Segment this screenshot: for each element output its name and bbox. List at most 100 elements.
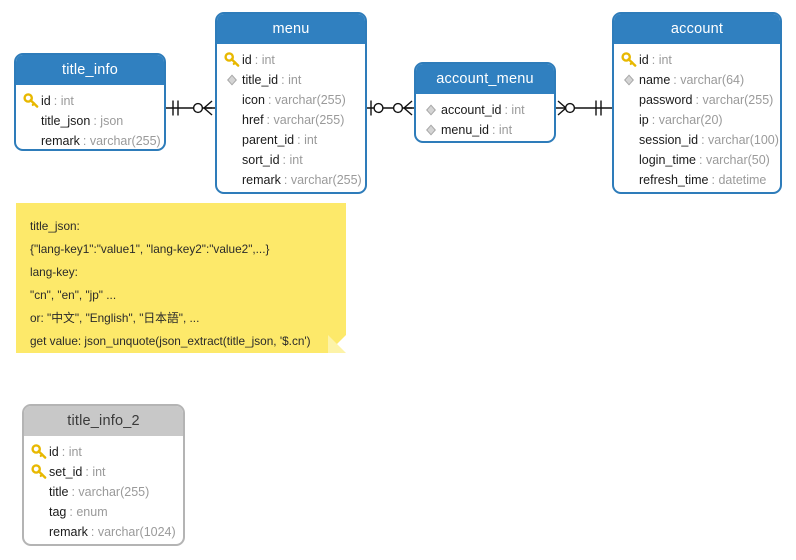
field-row: id : int (16, 91, 164, 111)
field-row: href : varchar(255) (217, 110, 365, 130)
field-row: set_id : int (24, 462, 183, 482)
no-key-icon (224, 91, 242, 109)
field-type: : int (297, 133, 318, 147)
field-type: : int (281, 73, 302, 87)
entity-table-account[interactable]: account id : int name : varchar(64) (612, 12, 782, 194)
note-line: or: "中文", "English", "日本語", ... (30, 311, 200, 325)
field-type: : int (61, 445, 82, 459)
field-row: session_id : varchar(100) (614, 130, 780, 150)
field-row: remark : varchar(255) (16, 131, 164, 149)
field-name: id (49, 445, 59, 459)
field-type: : int (651, 53, 672, 67)
field-type: : varchar(20) (651, 113, 723, 127)
entity-title-title-info-2: title_info_2 (24, 406, 183, 436)
field-row: id : int (217, 50, 365, 70)
no-key-icon (621, 91, 639, 109)
field-type: : int (282, 153, 303, 167)
field-type: : json (93, 114, 124, 128)
primary-key-icon (31, 443, 49, 461)
primary-key-icon (31, 463, 49, 481)
field-row: refresh_time : datetime (614, 170, 780, 190)
field-type: : varchar(64) (673, 73, 745, 87)
note-line: {"lang-key1":"value1", "lang-key2":"valu… (30, 242, 270, 256)
entity-table-account-menu[interactable]: account_menu account_id : int menu_id : … (414, 62, 556, 143)
field-row: title_json : json (16, 111, 164, 131)
field-type: : varchar(255) (283, 173, 362, 187)
no-key-icon (224, 131, 242, 149)
field-name: id (639, 53, 649, 67)
field-row: name : varchar(64) (614, 70, 780, 90)
field-type: : varchar(255) (71, 485, 150, 499)
field-row: title_id : int (217, 70, 365, 90)
field-type: : int (254, 53, 275, 67)
field-type: : int (491, 123, 513, 137)
field-row: remark : varchar(255) (217, 170, 365, 190)
note-line: lang-key: (30, 265, 78, 279)
no-key-icon (621, 151, 639, 169)
primary-key-icon (224, 51, 242, 69)
entity-title-account-menu: account_menu (416, 64, 554, 94)
note-line: "cn", "en", "jp" ... (30, 288, 117, 302)
entity-table-title-info-2[interactable]: title_info_2 id : int (22, 404, 185, 546)
entity-fields-menu: id : int title_id : int icon : varchar(2… (217, 44, 365, 192)
field-type: : varchar(255) (82, 134, 161, 148)
field-row: ip : varchar(20) (614, 110, 780, 130)
relationship-menu-account-menu (366, 96, 416, 120)
note-line: title_json: (30, 219, 80, 233)
field-row: icon : varchar(255) (217, 90, 365, 110)
entity-fields-account-menu: account_id : int menu_id : int (416, 94, 554, 141)
note-fold-shade-icon (328, 335, 346, 353)
field-name: tag (49, 505, 67, 519)
foreign-key-icon (423, 101, 441, 119)
foreign-key-icon (224, 71, 242, 89)
sticky-note-title-json[interactable]: title_json: {"lang-key1":"value1", "lang… (16, 203, 346, 353)
field-type: : int (85, 465, 106, 479)
field-type: : int (504, 103, 525, 117)
no-key-icon (31, 483, 49, 501)
entity-fields-account: id : int name : varchar(64) password : v… (614, 44, 780, 192)
no-key-icon (621, 131, 639, 149)
field-row: account_id : int (416, 100, 554, 120)
field-row: menu_id : int (416, 120, 554, 140)
entity-table-menu[interactable]: menu id : int title_id : int (215, 12, 367, 194)
field-name: refresh_time (639, 173, 709, 187)
field-name: remark (49, 525, 88, 539)
relationship-title-info-menu (164, 96, 216, 120)
field-row: remark : varchar(1024) (24, 522, 183, 542)
field-name: account_id (441, 103, 502, 117)
relationship-account-menu-account (556, 96, 612, 120)
note-line: get value: json_unquote(json_extract(tit… (30, 334, 311, 348)
field-row: id : int (614, 50, 780, 70)
entity-title-menu: menu (217, 14, 365, 44)
no-key-icon (224, 151, 242, 169)
no-key-icon (621, 111, 639, 129)
field-name: password (639, 93, 693, 107)
entity-title-title-info: title_info (16, 55, 164, 85)
field-type: : enum (69, 505, 108, 519)
foreign-key-icon (621, 71, 639, 89)
entity-fields-title-info-2: id : int set_id : int title : varchar(25… (24, 436, 183, 544)
field-type: : varchar(255) (267, 93, 346, 107)
field-name: name (639, 73, 671, 87)
field-name: session_id (639, 133, 699, 147)
field-name: title (49, 485, 69, 499)
field-row: tag : enum (24, 502, 183, 522)
no-key-icon (31, 523, 49, 541)
field-name: title_id (242, 73, 279, 87)
entity-table-title-info[interactable]: title_info id : int title_json : json re… (14, 53, 166, 151)
field-row: id : int (24, 442, 183, 462)
no-key-icon (23, 112, 41, 130)
field-name: parent_id (242, 133, 295, 147)
field-type: : varchar(255) (266, 113, 345, 127)
field-name: set_id (49, 465, 83, 479)
field-name: sort_id (242, 153, 280, 167)
field-type: : varchar(100) (701, 133, 779, 147)
field-name: href (242, 113, 264, 127)
field-name: icon (242, 93, 265, 107)
field-name: login_time (639, 153, 696, 167)
no-key-icon (224, 111, 242, 129)
field-name: remark (242, 173, 281, 187)
entity-fields-title-info: id : int title_json : json remark : varc… (16, 85, 164, 149)
field-type: : int (53, 94, 74, 108)
field-type: : varchar(255) (695, 93, 774, 107)
